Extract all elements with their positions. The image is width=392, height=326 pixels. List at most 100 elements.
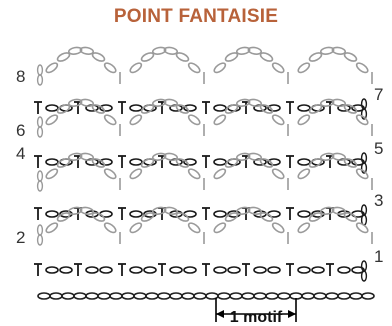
chain-stitch xyxy=(351,158,365,166)
chain-stitch xyxy=(151,206,167,215)
chain-stitch xyxy=(343,212,358,222)
chain-stitch xyxy=(91,104,106,114)
chain-stitch xyxy=(45,222,59,234)
odd-rows-stitches xyxy=(34,98,368,282)
chain-stitch xyxy=(103,62,117,74)
page-title: POINT FANTAISIE xyxy=(113,6,279,27)
chain-stitch xyxy=(247,98,263,107)
chain-stitch xyxy=(97,292,111,300)
chain-stitch xyxy=(45,114,59,126)
chain-stitch xyxy=(103,222,117,234)
chain-stitch xyxy=(175,212,190,222)
chain-stitch xyxy=(224,104,239,114)
turning-chain xyxy=(36,116,44,128)
chain-stitch xyxy=(271,168,285,180)
chain-stitch xyxy=(91,52,106,62)
motif-arrow-right xyxy=(288,310,296,318)
chain-stitch xyxy=(213,266,227,274)
chain-stitch xyxy=(313,292,327,300)
chain-stitch xyxy=(337,292,351,300)
chain-stitch xyxy=(319,152,335,161)
chain-stitch xyxy=(259,212,274,222)
chain-stitch xyxy=(247,46,263,55)
chain-stitch xyxy=(301,292,315,300)
chain-stitch xyxy=(331,152,347,161)
chain-stitch xyxy=(99,266,113,274)
chain-stitch xyxy=(259,158,274,168)
chain-stitch xyxy=(129,158,143,166)
turning-chain xyxy=(36,170,44,182)
row-label-2: 2 xyxy=(16,228,25,247)
chain-stitch xyxy=(271,114,285,126)
chain-stitch xyxy=(129,114,143,126)
chain-stitch xyxy=(331,46,347,55)
even-rows-arches xyxy=(36,46,373,246)
chain-stitch xyxy=(224,52,239,62)
chain-stitch xyxy=(175,52,190,62)
chain-stitch xyxy=(213,210,227,218)
chain-stitch xyxy=(143,266,157,274)
row-label-1: 1 xyxy=(374,247,383,266)
chain-stitch xyxy=(151,46,167,55)
chain-stitch xyxy=(45,266,59,274)
chain-stitch xyxy=(45,62,59,74)
chain-stitch xyxy=(56,212,71,222)
chain-stitch xyxy=(129,104,143,112)
chain-stitch xyxy=(45,168,59,180)
chain-stitch xyxy=(140,158,155,168)
chain-stitch xyxy=(337,266,351,274)
chain-stitch xyxy=(235,206,251,215)
turning-chain xyxy=(36,64,44,76)
chain-stitch xyxy=(67,46,83,55)
chain-stitch xyxy=(297,114,311,126)
chain-stitch xyxy=(145,292,159,300)
chain-stitch xyxy=(187,62,201,74)
chain-stitch xyxy=(271,62,285,74)
chain-stitch xyxy=(187,222,201,234)
chain-stitch xyxy=(267,266,281,274)
chain-stitch xyxy=(311,266,325,274)
chain-stitch xyxy=(37,292,51,300)
chain-stitch xyxy=(56,104,71,114)
chain-stitch xyxy=(67,152,83,161)
turning-chain xyxy=(360,270,368,282)
row-label-8: 8 xyxy=(16,67,25,86)
chain-stitch xyxy=(140,212,155,222)
chain-stitch xyxy=(297,266,311,274)
chain-stitch xyxy=(308,52,323,62)
row-label-7: 7 xyxy=(374,85,383,104)
chain-stitch xyxy=(61,292,75,300)
chain-stitch xyxy=(355,222,369,234)
chain-stitch xyxy=(349,292,363,300)
chain-stitch xyxy=(121,292,135,300)
turning-chain xyxy=(36,234,44,246)
chain-stitch xyxy=(213,104,227,112)
chain-stitch xyxy=(169,292,183,300)
chain-stitch xyxy=(241,292,255,300)
chain-stitch xyxy=(183,266,197,274)
chain-stitch xyxy=(253,266,267,274)
chain-stitch xyxy=(169,266,183,274)
chain-stitch xyxy=(151,152,167,161)
chain-stitch xyxy=(163,98,179,107)
chain-stitch xyxy=(319,46,335,55)
turning-chain xyxy=(360,162,368,174)
chain-stitch xyxy=(355,114,369,126)
chain-stitch xyxy=(267,104,281,112)
chain-stitch xyxy=(193,292,207,300)
chain-stitch xyxy=(235,152,251,161)
chain-stitch xyxy=(331,98,347,107)
chain-stitch xyxy=(217,292,231,300)
chain-stitch xyxy=(229,292,243,300)
chain-stitch xyxy=(129,222,143,234)
chain-stitch xyxy=(355,168,369,180)
chain-stitch xyxy=(49,292,63,300)
foundation-chain-row xyxy=(37,292,375,300)
chain-stitch xyxy=(79,46,95,55)
chain-stitch xyxy=(85,266,99,274)
chain-stitch xyxy=(259,104,274,114)
chain-stitch xyxy=(67,98,83,107)
chain-stitch xyxy=(361,292,375,300)
chain-stitch xyxy=(351,266,365,274)
chain-stitch xyxy=(59,266,73,274)
